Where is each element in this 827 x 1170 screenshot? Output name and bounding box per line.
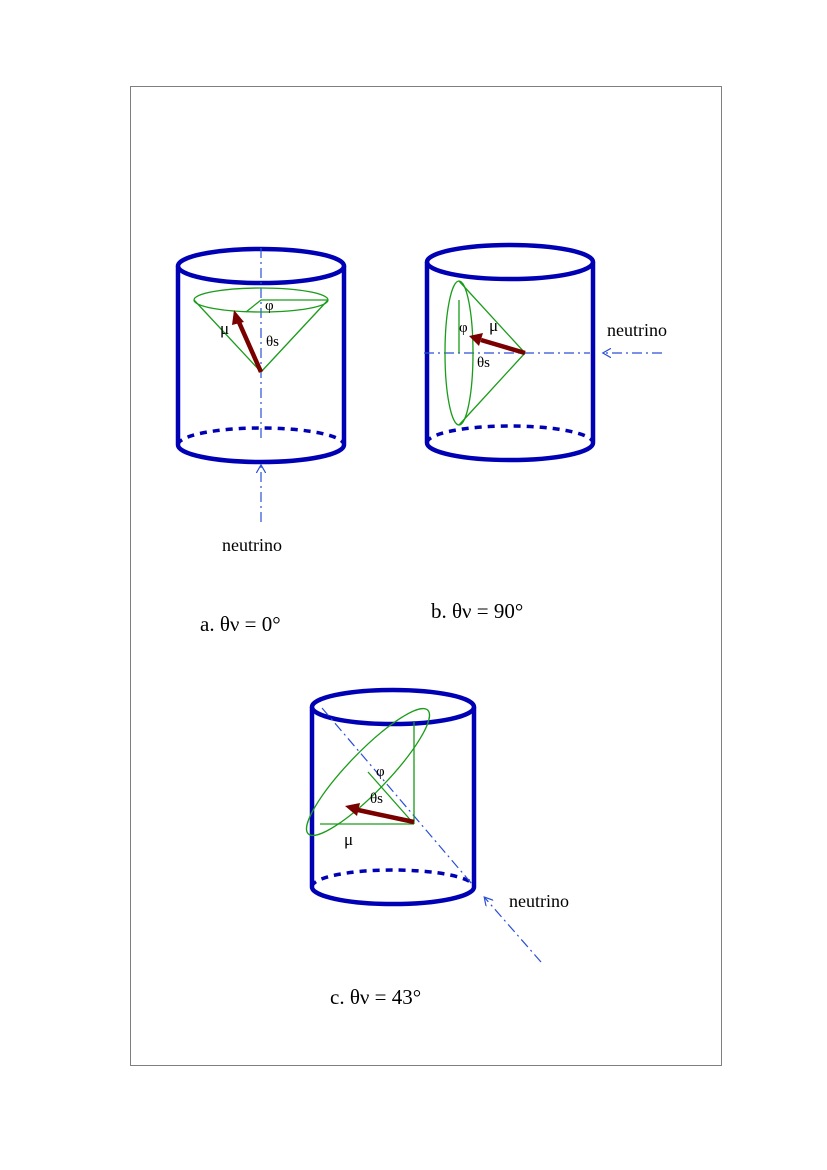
neutrino-label-a: neutrino <box>222 535 282 555</box>
neutrino-label-c: neutrino <box>509 891 569 911</box>
theta-s-label-a: θs <box>266 334 279 350</box>
mu-label-c: μ <box>344 830 353 849</box>
caption-a: a. θν = 0° <box>200 612 281 636</box>
neutrino-axis-c <box>321 707 473 885</box>
panel-a: φ μ θs neutrino a. θν = 0° <box>175 246 347 636</box>
muon-track-b <box>480 337 526 356</box>
muon-arrowhead-a <box>232 310 244 325</box>
phi-label-a: φ <box>265 298 274 314</box>
muon-arrowhead-b <box>469 333 483 346</box>
neutrino-label-b: neutrino <box>607 320 667 340</box>
panel-c: φ θs μ neutrino c. θν = 43° <box>305 687 569 1009</box>
cone-c <box>305 707 431 837</box>
caption-b: b. θν = 90° <box>431 599 523 623</box>
mu-label-a: μ <box>220 319 229 338</box>
muon-track-a <box>235 319 264 373</box>
phi-label-b: φ <box>459 320 468 336</box>
muon-arrowhead-c <box>345 803 360 816</box>
mu-label-b: μ <box>489 316 498 335</box>
caption-c: c. θν = 43° <box>330 985 421 1009</box>
cone-a <box>193 287 329 373</box>
neutrino-arrow-c <box>485 898 542 963</box>
panel-b: φ μ θs neutrino b. θν = 90° <box>424 242 667 623</box>
muon-track-c <box>357 807 415 825</box>
figure-frame <box>130 86 722 1066</box>
phi-label-c: φ <box>376 764 385 780</box>
theta-s-label-b: θs <box>477 355 490 371</box>
theta-s-label-c: θs <box>370 791 383 807</box>
cone-b <box>444 280 526 426</box>
cylinder-c <box>309 687 477 907</box>
